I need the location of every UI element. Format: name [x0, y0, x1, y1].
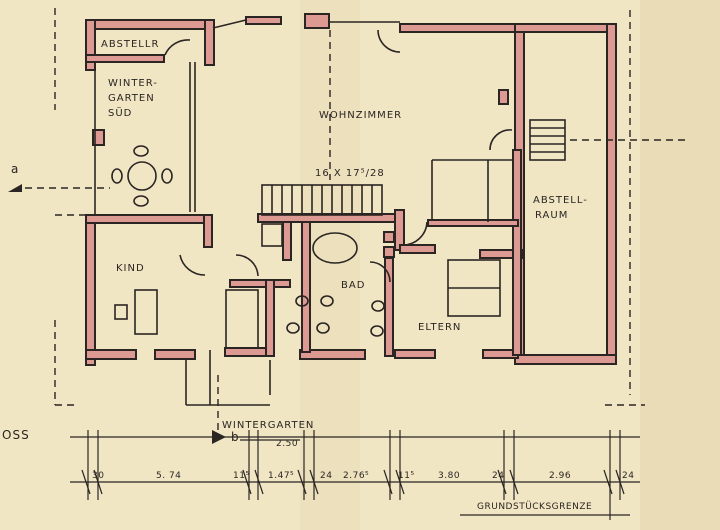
- section-lines: [25, 8, 690, 438]
- dimension-chain: [70, 430, 640, 520]
- section-b-label: b: [231, 430, 240, 444]
- title-fragment: OSS: [2, 428, 30, 442]
- room-label-abstellraum-2: RAUM: [535, 210, 569, 221]
- dimension-label: 5. 74: [156, 471, 182, 481]
- furniture: [111, 145, 501, 349]
- room-label-eltern: ELTERN: [418, 322, 462, 333]
- dimension-label: 24: [492, 471, 505, 481]
- window-lines: [94, 19, 513, 406]
- room-label-wintergarten-sued-1: WINTER-: [108, 78, 158, 89]
- dimension-label: 30: [92, 471, 105, 481]
- room-label-wintergarten: WINTERGARTEN: [222, 420, 315, 431]
- door-swings: [164, 29, 513, 283]
- room-label-wintergarten-sued-3: SÜD: [108, 108, 133, 119]
- room-label-wintergarten-sued-2: GARTEN: [108, 93, 155, 104]
- stair-note: 16 X 17⁵/28: [315, 168, 385, 179]
- dimension-label: 11⁵: [233, 471, 250, 481]
- room-label-kind: KIND: [116, 263, 145, 274]
- stair-right: [529, 119, 566, 161]
- stair-main: [261, 184, 383, 216]
- dimension-label: 1.47⁵: [268, 471, 295, 481]
- room-label-abstellraum-1: ABSTELL-: [533, 195, 588, 206]
- dimension-label: 3.80: [438, 471, 461, 481]
- dimension-2-50: 2.50: [276, 439, 299, 449]
- interior-walls: [85, 89, 523, 357]
- property-line-label: GRUNDSTÜCKSGRENZE: [477, 502, 593, 512]
- dimension-label: 24: [622, 471, 635, 481]
- dimension-label: 24: [320, 471, 333, 481]
- room-label-wohnzimmer: WOHNZIMMER: [319, 110, 403, 121]
- dimension-label: 2.96: [549, 471, 572, 481]
- room-label-bad: BAD: [341, 280, 366, 291]
- dimension-label: 11⁵: [398, 471, 415, 481]
- room-label-abstellr: ABSTELLR: [101, 39, 160, 50]
- section-a-marker: [8, 184, 22, 192]
- section-a-label: a: [11, 162, 20, 176]
- dimension-label: 2.76⁵: [343, 471, 370, 481]
